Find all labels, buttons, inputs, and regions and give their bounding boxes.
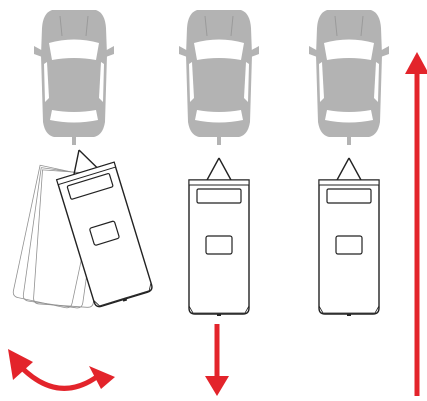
car-left xyxy=(33,9,115,146)
panel-right xyxy=(308,9,427,396)
trailer-center xyxy=(188,157,250,317)
panel-left xyxy=(8,9,155,391)
trailer-left xyxy=(49,140,155,311)
down-arrow-icon xyxy=(205,324,229,396)
up-arrow-icon xyxy=(405,52,427,396)
panel-center xyxy=(178,9,260,396)
car-center xyxy=(178,9,260,146)
car-right xyxy=(308,9,390,146)
trailer-left-ghosts xyxy=(12,164,103,309)
trailer-right xyxy=(318,157,380,317)
curved-double-arrow-icon xyxy=(8,349,115,391)
